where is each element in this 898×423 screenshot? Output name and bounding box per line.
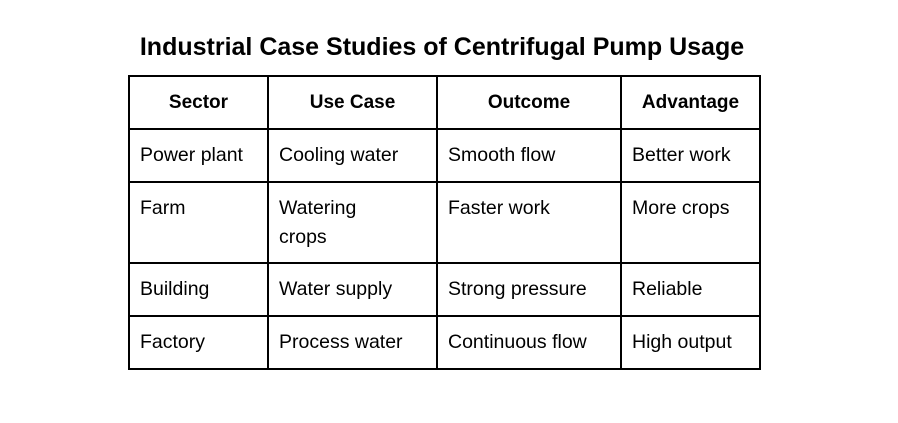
cell-sector: Factory xyxy=(128,315,269,370)
page-title: Industrial Case Studies of Centrifugal P… xyxy=(139,33,745,61)
cell-outcome: Continuous flow xyxy=(436,315,622,370)
table-row: Factory Process water Continuous flow Hi… xyxy=(128,315,761,370)
cell-sector: Building xyxy=(128,262,269,317)
cell-use-case: Process water xyxy=(267,315,438,370)
cell-use-case: Cooling water xyxy=(267,128,438,183)
header-outcome: Outcome xyxy=(436,75,622,130)
case-studies-table: Sector Use Case Outcome Advantage Power … xyxy=(128,75,761,370)
cell-use-case: Watering crops xyxy=(267,181,438,264)
cell-outcome: Smooth flow xyxy=(436,128,622,183)
table-row: Power plant Cooling water Smooth flow Be… xyxy=(128,128,761,183)
header-sector: Sector xyxy=(128,75,269,130)
cell-outcome: Faster work xyxy=(436,181,622,264)
cell-advantage: More crops xyxy=(620,181,761,264)
table-row: Farm Watering crops Faster work More cro… xyxy=(128,181,761,264)
table-header-row: Sector Use Case Outcome Advantage xyxy=(128,75,761,130)
header-use-case: Use Case xyxy=(267,75,438,130)
table-row: Building Water supply Strong pressure Re… xyxy=(128,262,761,317)
cell-advantage: High output xyxy=(620,315,761,370)
cell-outcome: Strong pressure xyxy=(436,262,622,317)
cell-advantage: Better work xyxy=(620,128,761,183)
header-advantage: Advantage xyxy=(620,75,761,130)
cell-sector: Farm xyxy=(128,181,269,264)
cell-sector: Power plant xyxy=(128,128,269,183)
cell-use-case: Water supply xyxy=(267,262,438,317)
cell-advantage: Reliable xyxy=(620,262,761,317)
